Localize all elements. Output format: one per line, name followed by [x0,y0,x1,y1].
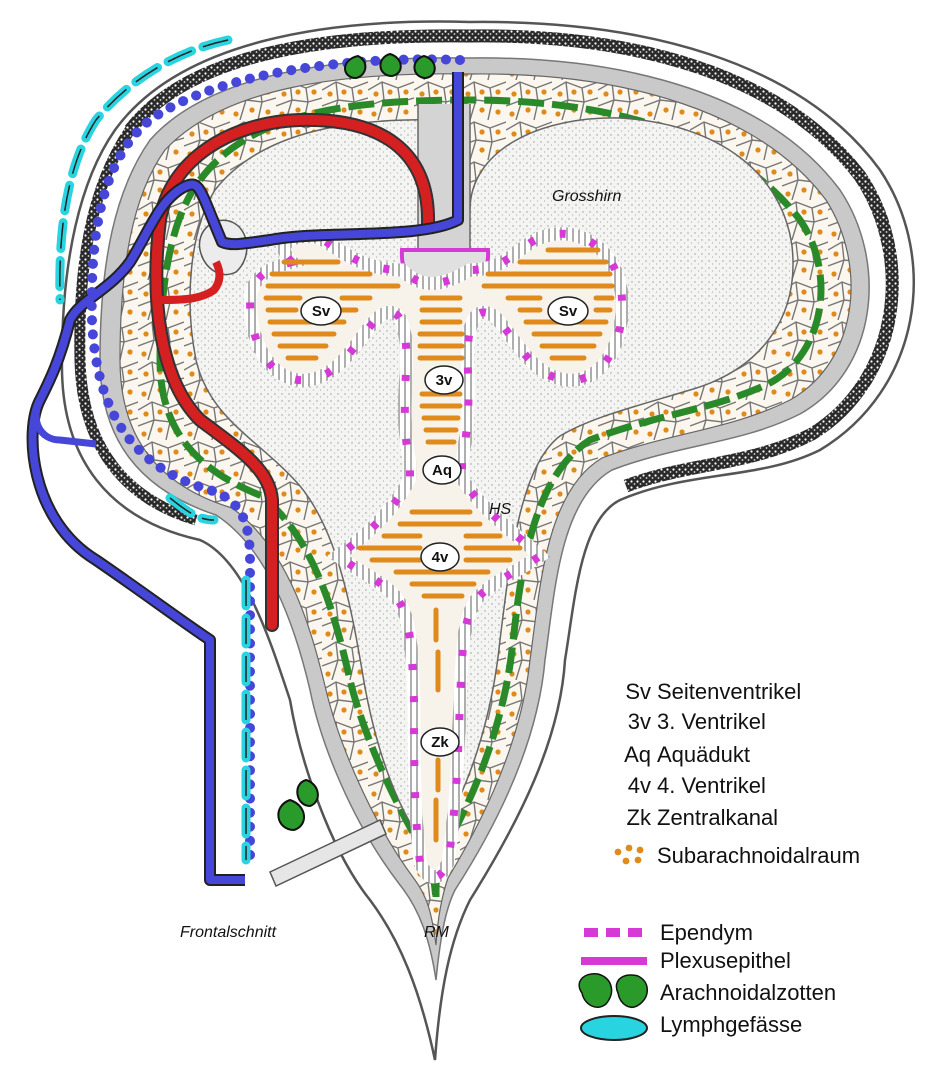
label-grosshirn: Grosshirn [552,188,621,205]
legend-text: Seitenventrikel [657,679,801,704]
legend-text: Subarachnoidalraum [657,843,860,868]
label-sv-left: Sv [301,297,341,325]
svg-text:Aq: Aq [432,462,452,479]
label-sv-right: Sv [548,297,588,325]
legend-text: Lymphgefässe [660,1012,802,1037]
cyan-oval-icon [581,1016,647,1040]
label-hs: HS [489,501,512,518]
arachnoid-granulations-bottom [278,780,318,830]
legend-abbr: Sv [625,679,651,704]
legend-text: Aquädukt [657,742,750,767]
svg-text:3v: 3v [436,372,453,389]
dashed-magenta-line-icon [584,928,642,937]
label-zk: Zk [421,728,459,756]
label-rm: RM [424,924,450,941]
svg-text:Sv: Sv [312,303,331,320]
arachnoid-granulations-top [345,54,435,78]
legend-abbr: Zk [627,805,652,830]
legend-abbr: 4v [628,773,651,798]
label-frontalschnitt: Frontalschnitt [180,924,277,941]
label-aq: Aq [423,456,461,484]
svg-text:4v: 4v [432,549,449,566]
solid-magenta-line-icon [581,957,647,965]
svg-text:Zk: Zk [431,734,449,751]
legend-abbr: 3v [628,709,651,734]
label-3v: 3v [425,366,463,394]
legend-abbreviations: Sv Seitenventrikel 3v 3. Ventrikel Aq Aq… [615,679,860,868]
legend-symbols: Ependym Plexusepithel Arachnoidalzotten … [579,920,836,1040]
label-4v: 4v [421,543,459,571]
legend-text: Arachnoidalzotten [660,980,836,1005]
legend-text: Plexusepithel [660,948,791,973]
legend-abbr: Aq [624,742,651,767]
legend-text: Zentralkanal [657,805,778,830]
green-villi-icon [579,974,647,1007]
legend-text: Ependym [660,920,753,945]
svg-text:Sv: Sv [559,303,578,320]
orange-dots-icon [615,845,644,865]
legend-text: 4. Ventrikel [657,773,766,798]
legend-text: 3. Ventrikel [657,709,766,734]
